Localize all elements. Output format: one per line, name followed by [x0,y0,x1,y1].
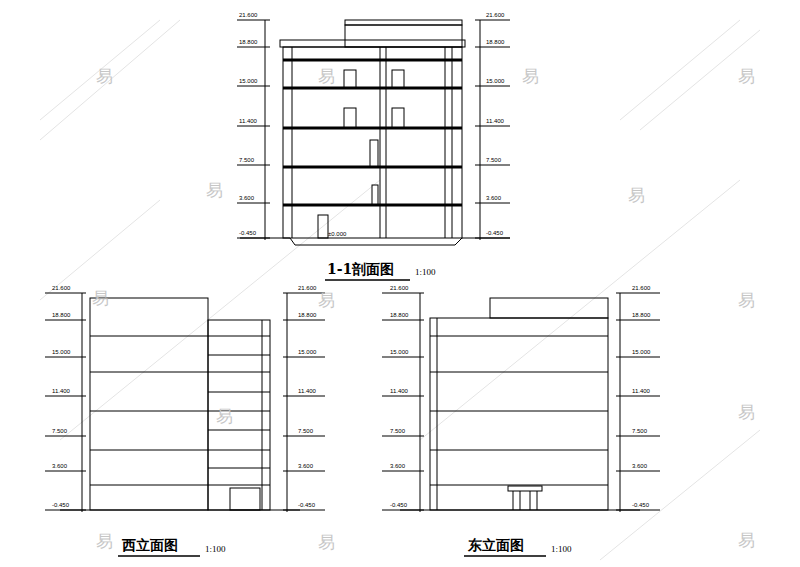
level-mark: 18.800 [52,312,70,318]
level-mark: 18.800 [239,39,257,45]
watermark: 易 [96,533,113,550]
level-mark: -0.450 [298,502,315,508]
watermark: 易 [318,534,335,551]
watermark: 易 [92,290,109,307]
watermark: 易 [318,292,335,309]
level-mark: 3.600 [52,463,67,469]
level-mark: 21.600 [239,12,257,18]
watermark: 易 [738,68,755,85]
level-mark: 7.500 [486,157,501,163]
level-mark: 3.600 [486,195,501,201]
level-mark: -0.450 [632,502,649,508]
level-mark: -0.450 [486,230,503,236]
level-mark: 21.600 [632,285,650,291]
watermark: 易 [318,68,335,85]
level-mark: 21.600 [390,285,408,291]
scale-text: 1:100 [551,545,572,554]
level-mark: 15.000 [390,349,408,355]
drawing-title: 西立面图 [122,538,178,552]
level-mark: 7.500 [632,428,647,434]
title-underline [118,280,546,556]
level-mark: 11.400 [632,388,650,394]
level-mark: 7.500 [239,157,254,163]
level-mark: 15.000 [52,349,70,355]
level-mark: 15.000 [486,78,504,84]
watermark-lines [40,20,760,560]
level-mark: 11.400 [486,118,504,124]
level-mark: 15.000 [298,349,316,355]
level-mark: 18.800 [298,312,316,318]
level-mark: 21.600 [298,285,316,291]
watermark: 易 [216,408,233,425]
watermark: 易 [738,404,755,421]
level-mark: ±0.000 [328,231,346,237]
level-mark: 3.600 [239,195,254,201]
scale-text: 1:100 [205,545,226,554]
watermark: 易 [96,68,113,85]
level-mark: 3.600 [298,463,313,469]
scale-text: 1:100 [415,268,436,277]
level-ticks [237,20,510,238]
watermark: 易 [206,182,223,199]
level-mark: 21.600 [486,12,504,18]
level-mark: 18.800 [632,312,650,318]
drawing-title: 1-1剖面图 [327,262,394,276]
watermark: 易 [628,187,645,204]
level-mark: 7.500 [298,428,313,434]
watermark: 易 [522,68,539,85]
level-mark: 3.600 [390,463,405,469]
level-mark: 7.500 [390,428,405,434]
level-mark: 3.600 [632,463,647,469]
level-mark: 18.800 [390,312,408,318]
level-mark: 11.400 [298,388,316,394]
level-mark: 11.400 [239,118,257,124]
level-mark: 21.600 [52,285,70,291]
east-elevation [382,293,660,512]
level-mark: -0.450 [52,502,69,508]
watermark: 易 [738,292,755,309]
level-mark: 7.500 [52,428,67,434]
level-mark: 18.800 [486,39,504,45]
level-mark: -0.450 [239,230,256,236]
level-mark: -0.450 [390,502,407,508]
watermark: 易 [738,532,755,549]
level-mark: 11.400 [390,388,408,394]
drawing-title: 东立面图 [468,538,524,552]
section-1-1 [237,20,510,245]
level-mark: 15.000 [239,78,257,84]
level-mark: 11.400 [52,388,70,394]
level-mark: 15.000 [632,349,650,355]
west-elevation [45,293,325,512]
